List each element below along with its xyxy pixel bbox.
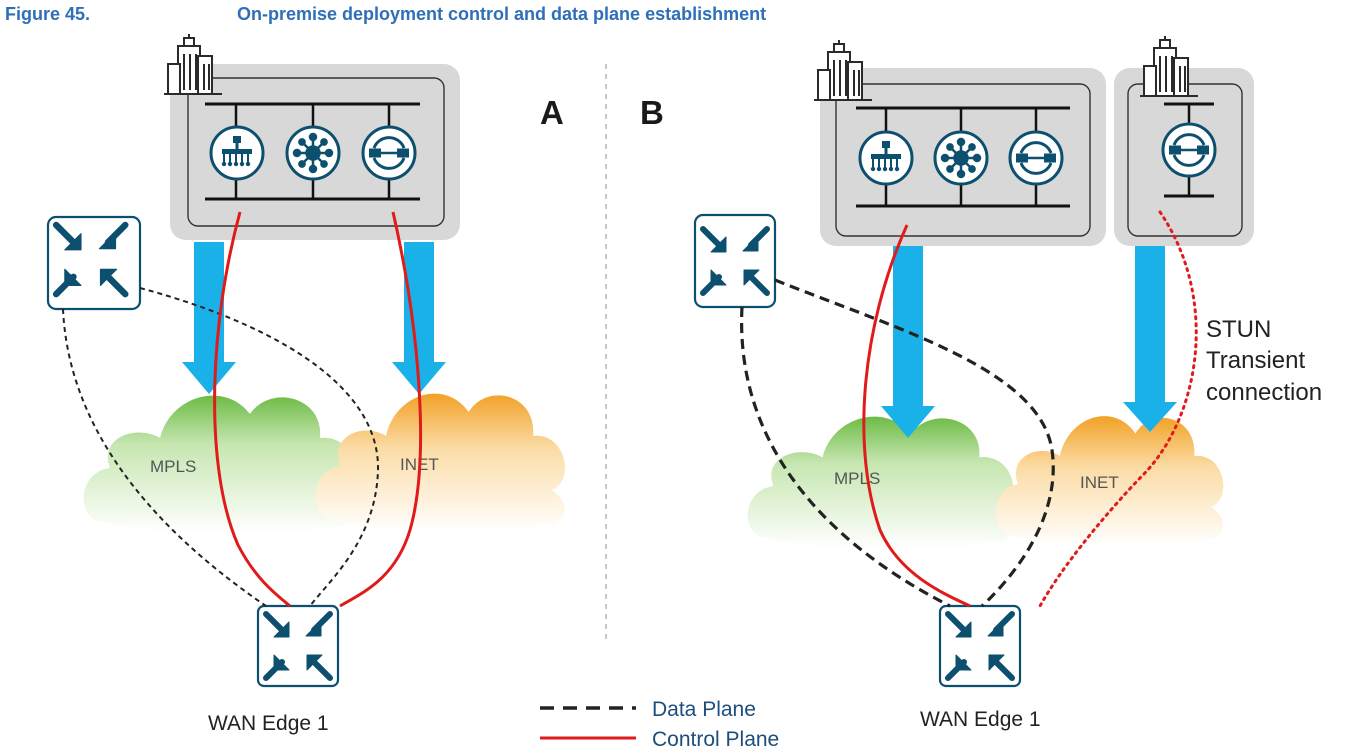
panel-a-letter: A (540, 94, 564, 131)
legend: Data Plane Control Plane (540, 698, 779, 749)
stun-line-1: STUN (1206, 316, 1271, 343)
data-plane-b (740, 278, 1055, 608)
stun-label: STUN Transient connection (1206, 316, 1322, 406)
panel-b: B MPLS (640, 35, 1322, 731)
datacenter-b (813, 39, 1106, 246)
legend-data-plane-label: Data Plane (652, 698, 756, 721)
vsmart-icon (933, 130, 989, 186)
wan-edge-router-a (256, 604, 340, 688)
datacenter-a (163, 33, 460, 240)
inet-label: INET (1080, 473, 1119, 492)
panel-b-letter: B (640, 94, 664, 131)
stun-transient-connection (1038, 210, 1198, 608)
vbond-icon (1161, 122, 1217, 178)
vmanage-icon (858, 130, 914, 186)
legend-control-plane-label: Control Plane (652, 728, 779, 749)
vsmart-icon (285, 125, 341, 181)
control-plane-a (213, 211, 423, 608)
wan-edge-label-b: WAN Edge 1 (920, 708, 1041, 731)
figure-caption: Figure 45. On-premise deployment control… (5, 4, 766, 28)
wan-edge-label-a: WAN Edge 1 (208, 712, 329, 735)
vbond-icon (1008, 130, 1064, 186)
transport-arrows-a (182, 242, 446, 394)
vmanage-icon (209, 125, 265, 181)
wan-edge-router-b-left (693, 213, 777, 309)
transport-arrows-b (881, 246, 1177, 438)
data-plane-a (62, 287, 380, 607)
stun-line-3: connection (1206, 379, 1322, 406)
stun-line-2: Transient (1206, 347, 1305, 374)
control-plane-b (862, 224, 971, 608)
mpls-label: MPLS (150, 457, 196, 476)
mpls-cloud-a: MPLS (83, 395, 355, 534)
figure-title: On-premise deployment control and data p… (237, 4, 767, 24)
inet-cloud-a: INET (315, 393, 565, 532)
wan-edge-router-a-left (46, 215, 142, 311)
vbond-icon (361, 125, 417, 181)
wan-edge-router-b (938, 604, 1022, 688)
figure-number: Figure 45. (5, 4, 91, 24)
panel-a: A MPLS INET WAN Edge 1 (46, 33, 565, 735)
inet-cloud-b: INET (995, 416, 1224, 546)
datacenter-b-stun (1114, 35, 1254, 246)
mpls-label: MPLS (834, 469, 880, 488)
